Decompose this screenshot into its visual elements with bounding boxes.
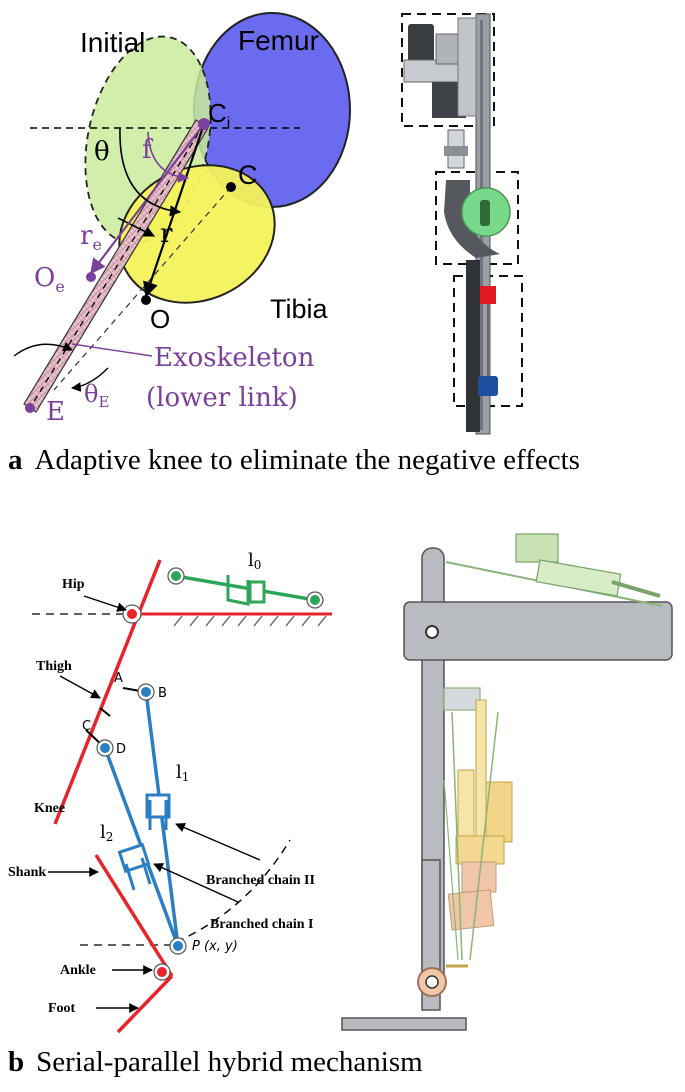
label-l2: l2 (100, 822, 113, 844)
label-theta: θ (94, 137, 110, 167)
label-foot: Foot (48, 1001, 76, 1016)
point-ci (198, 118, 210, 130)
label-point-b: B (158, 686, 167, 701)
label-point-c: C (82, 719, 91, 734)
point-e (25, 403, 35, 413)
label-e: E (46, 397, 65, 427)
point-o (141, 295, 151, 305)
caption-a: a Adaptive knee to eliminate the negative… (8, 444, 580, 477)
label-exoskeleton: Exoskeleton (154, 343, 315, 373)
label-chain-2: Branched chain II (206, 873, 315, 888)
panel-a-knee-diagram: Initial Femur Tibia Ci C θ f re r Oe O E… (13, 12, 351, 427)
label-knee: Knee (34, 801, 65, 816)
label-shank: Shank (8, 865, 46, 880)
label-re: re (80, 221, 102, 254)
caption-a-letter: a (8, 444, 23, 476)
point-c (226, 182, 236, 192)
label-initial: Initial (80, 27, 145, 58)
caption-b: b Serial-parallel hybrid mechanism (8, 1046, 423, 1079)
label-l0: l0 (248, 550, 261, 572)
label-point-p: P (x, y) (192, 939, 238, 954)
panel-b-mechanism-diagram: Hip Thigh Knee Shank Ankle Foot Branched… (8, 550, 332, 1034)
panel-a-exoskeleton-model (401, 13, 523, 435)
label-f: f (142, 135, 154, 165)
label-c: C (238, 160, 258, 190)
caption-b-text: Serial-parallel hybrid mechanism (36, 1046, 423, 1078)
label-o: O (150, 304, 170, 334)
label-lower-link: (lower link) (146, 383, 298, 413)
label-r: r (160, 219, 173, 249)
label-point-d: D (116, 742, 126, 757)
label-ci: Ci (208, 98, 230, 132)
point-oe (86, 272, 96, 282)
label-thigh: Thigh (36, 659, 72, 674)
panel-b-cad-model (341, 533, 673, 1031)
label-theta-e: θE (84, 380, 109, 411)
label-oe: Oe (34, 263, 65, 296)
label-chain-1: Branched chain I (210, 917, 313, 932)
label-hip: Hip (62, 577, 85, 592)
caption-a-text: Adaptive knee to eliminate the negative … (34, 444, 580, 476)
label-ankle: Ankle (60, 963, 96, 978)
caption-b-letter: b (8, 1046, 25, 1078)
label-femur: Femur (238, 25, 319, 56)
label-tibia: Tibia (270, 294, 329, 324)
label-point-a: A (114, 671, 123, 686)
figure-canvas: Initial Femur Tibia Ci C θ f re r Oe O E… (8, 12, 673, 1034)
label-l1: l1 (176, 762, 189, 784)
